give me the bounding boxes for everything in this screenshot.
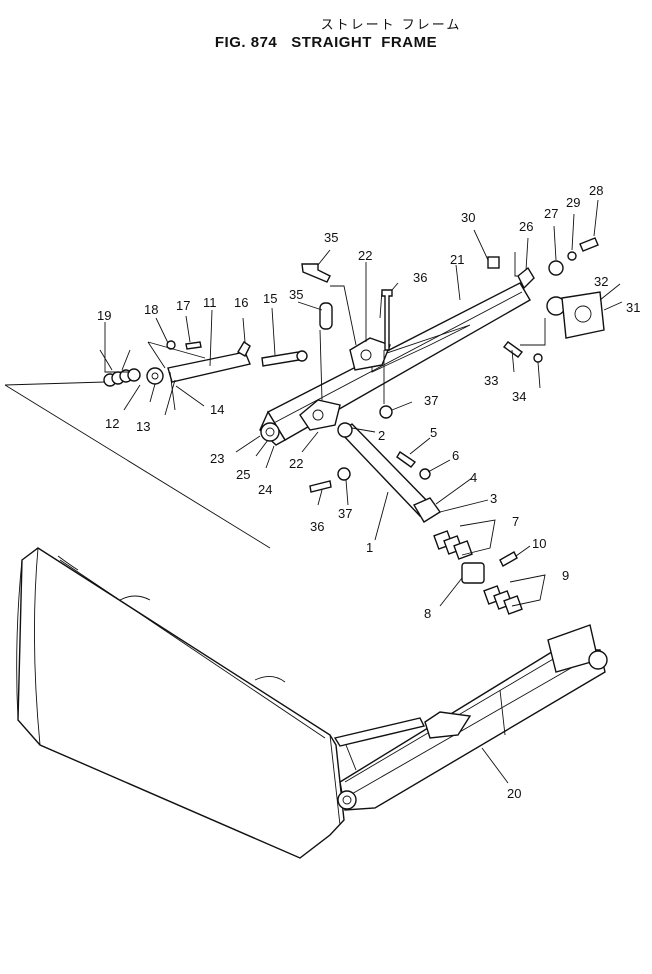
dozer-blade — [16, 547, 345, 859]
pitch-arm-11 — [146, 351, 251, 411]
shims-19 — [103, 368, 141, 387]
bolt-17 — [185, 341, 202, 350]
callout-5: 5 — [430, 425, 437, 440]
callout-3: 3 — [490, 491, 497, 506]
callout-31: 31 — [626, 300, 640, 315]
callout-13: 13 — [136, 419, 150, 434]
bolt-28 — [579, 237, 599, 252]
leader-lines — [99, 199, 623, 784]
callout-11: 11 — [203, 295, 217, 310]
callout-35-lower: 35 — [289, 287, 303, 302]
pin-35-b — [319, 302, 333, 330]
callout-30: 30 — [461, 210, 475, 225]
callout-14: 14 — [210, 402, 224, 417]
callout-23: 23 — [210, 451, 224, 466]
callout-32: 32 — [594, 274, 608, 289]
brace-arm-1 — [337, 422, 442, 523]
nut-37-b — [337, 467, 351, 481]
callout-25: 25 — [236, 467, 250, 482]
cap-30 — [487, 256, 500, 269]
callout-1: 1 — [366, 540, 373, 555]
callout-7: 7 — [512, 514, 519, 529]
figure-number: FIG. 874 — [214, 34, 278, 51]
callout-20: 20 — [507, 786, 521, 801]
washer-34 — [533, 353, 543, 363]
blade-leader-lines — [4, 381, 271, 549]
bolt-36-a — [381, 289, 393, 351]
frame-beam-21 — [259, 282, 531, 446]
title-japanese: ストレート フレーム — [320, 18, 462, 33]
washer-29 — [567, 251, 577, 261]
callout-21: 21 — [450, 252, 464, 267]
callout-26: 26 — [519, 219, 533, 234]
bracket-22-upper — [349, 337, 391, 371]
callout-36-upper: 36 — [413, 270, 427, 285]
callout-37-upper: 37 — [424, 393, 438, 408]
nut-37-a — [379, 405, 393, 419]
bolt-36-b — [309, 480, 332, 493]
callout-9: 9 — [562, 568, 569, 583]
washer-6 — [419, 468, 431, 480]
callout-24: 24 — [258, 482, 272, 497]
callout-36-lower: 36 — [310, 519, 324, 534]
callout-37-lower: 37 — [338, 506, 352, 521]
callout-27: 27 — [544, 206, 558, 221]
assembled-frame-20 — [333, 624, 608, 811]
callout-4: 4 — [470, 470, 477, 485]
callout-10: 10 — [532, 536, 546, 551]
callout-labels: 1 2 3 4 5 6 7 8 9 10 11 12 13 14 15 16 1… — [97, 183, 640, 801]
bolt-10 — [499, 551, 518, 567]
callout-22-lower: 22 — [289, 456, 303, 471]
housing-32 — [546, 291, 605, 339]
grease-fitting-16 — [237, 341, 251, 357]
callout-16: 16 — [234, 295, 248, 310]
callout-6: 6 — [452, 448, 459, 463]
callout-15: 15 — [263, 291, 277, 306]
callout-18: 18 — [144, 302, 158, 317]
callout-35-upper: 35 — [324, 230, 338, 245]
callout-28: 28 — [589, 183, 603, 198]
bolt-5 — [396, 451, 417, 468]
washer-18 — [166, 340, 176, 350]
pin-14 — [164, 379, 176, 416]
shims-7 — [433, 519, 496, 560]
callout-29: 29 — [566, 195, 580, 210]
callout-22-upper: 22 — [358, 248, 372, 263]
callout-19: 19 — [97, 308, 111, 323]
part-27 — [548, 260, 564, 276]
cap-8 — [461, 562, 485, 584]
callout-17: 17 — [176, 298, 190, 313]
callout-8: 8 — [424, 606, 431, 621]
bolt-15 — [261, 350, 308, 367]
callout-34: 34 — [512, 389, 526, 404]
callout-2: 2 — [378, 428, 385, 443]
callout-33: 33 — [484, 373, 498, 388]
figure-title: ストレート フレーム FIG. 874 STRAIGHT FRAME — [0, 18, 652, 52]
figure-name: STRAIGHT FRAME — [291, 34, 438, 51]
bolt-33 — [502, 341, 524, 358]
shims-9 — [483, 574, 546, 615]
bracket-26 — [517, 266, 535, 290]
callout-12: 12 — [105, 416, 119, 431]
bracket-22-lower — [299, 399, 341, 431]
title-english: FIG. 874 STRAIGHT FRAME — [0, 34, 652, 52]
bolt-35-a — [301, 263, 331, 283]
